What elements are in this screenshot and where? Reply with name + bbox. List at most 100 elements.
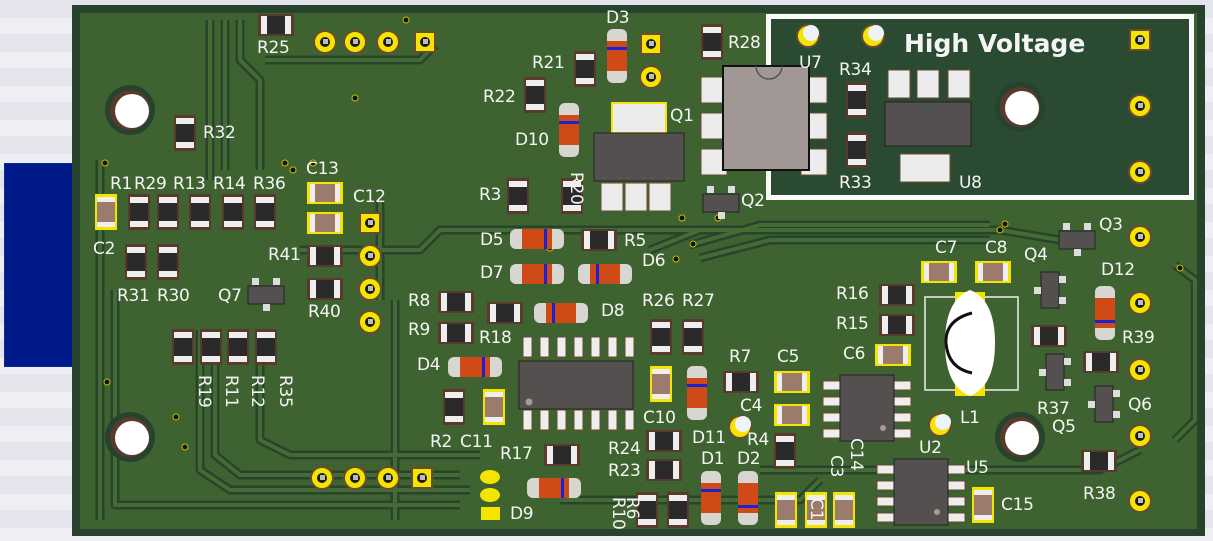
silkscreen-label-r25: R25 — [257, 38, 290, 58]
diode-cathode-band — [1095, 320, 1115, 323]
pad-pin — [386, 39, 391, 44]
silkscreen-label-r23: R23 — [608, 461, 641, 481]
c4-capacitor — [782, 406, 802, 424]
pin — [1113, 411, 1120, 418]
resistor-row-bottom — [229, 338, 247, 356]
d7-diode — [522, 264, 552, 284]
high-voltage-zone-fill — [771, 19, 1189, 195]
u7-package — [722, 65, 810, 171]
silkscreen-label-r8: R8 — [408, 291, 431, 311]
ic-pin — [607, 409, 618, 431]
silkscreen-label-r32: R32 — [203, 123, 236, 143]
u7-notch — [755, 65, 783, 80]
c14-capacitor — [835, 500, 853, 520]
copper-trace-fill — [258, 330, 480, 457]
r31-resistor — [127, 253, 145, 271]
silkscreen-label-u5: U5 — [966, 458, 989, 478]
silkscreen-label-d10: D10 — [515, 130, 549, 150]
q7-transistor — [247, 285, 285, 305]
silkscreen-label-q6: Q6 — [1128, 395, 1152, 415]
silkscreen-label-r20: R20 — [566, 172, 586, 205]
diode-cathode-band — [701, 489, 721, 492]
c5-capacitor — [782, 373, 802, 391]
via — [289, 166, 297, 174]
diode-cathode-band — [561, 478, 564, 498]
test-point-pin — [868, 25, 884, 41]
silkscreen-label-r37: R37 — [1037, 399, 1070, 419]
ic-pin — [822, 380, 842, 391]
c7-capacitor — [929, 263, 949, 281]
d12-diode — [1095, 298, 1115, 328]
silkscreen-label-d3: D3 — [606, 8, 630, 28]
silkscreen-label-r14: R14 — [213, 174, 246, 194]
ic-pin — [876, 496, 896, 507]
u5-ic — [893, 458, 949, 526]
silkscreen-label-r10: R10 — [608, 497, 628, 530]
silkscreen-label-r36: R36 — [253, 174, 286, 194]
silkscreen-label-r41: R41 — [268, 245, 301, 265]
resistor-row-bottom — [202, 338, 220, 356]
d11-diode — [687, 378, 707, 408]
silkscreen-label-u8: U8 — [959, 173, 982, 193]
pad-pin — [1138, 433, 1143, 438]
silkscreen-label-r38: R38 — [1083, 484, 1116, 504]
silkscreen-label-r30: R30 — [157, 286, 190, 306]
diode-cathode-band — [559, 121, 579, 124]
ic-pin — [556, 336, 567, 358]
silkscreen-label-c3: C3 — [826, 455, 846, 478]
pin — [1088, 401, 1095, 408]
d8-diode — [546, 303, 576, 323]
ic-pin — [556, 409, 567, 431]
silkscreen-label-r31: R31 — [117, 286, 150, 306]
silkscreen-label-c4: C4 — [740, 396, 763, 416]
silkscreen-label-r15: R15 — [836, 314, 869, 334]
via — [101, 159, 109, 167]
ic-pin — [607, 336, 618, 358]
ic-pin — [822, 396, 842, 407]
ic-pin — [522, 409, 533, 431]
d9-pad-1 — [481, 507, 500, 520]
silkscreen-label-r9: R9 — [408, 320, 431, 340]
c15-capacitor — [974, 495, 992, 515]
silkscreen-label-q5: Q5 — [1052, 417, 1076, 437]
mounting-hole — [115, 94, 149, 128]
pin1-marker — [525, 398, 533, 406]
ic-pin — [946, 512, 966, 523]
silkscreen-label-c5: C5 — [777, 347, 800, 367]
ic-pin — [892, 396, 912, 407]
diode-cathode-band — [482, 357, 485, 377]
via — [672, 255, 680, 263]
r32-resistor — [176, 124, 194, 142]
u8-pin — [887, 69, 911, 99]
r26-resistor — [652, 328, 670, 346]
silkscreen-label-r28: R28 — [728, 33, 761, 53]
ic-pin — [876, 480, 896, 491]
d6-diode — [590, 264, 620, 284]
pad-pin — [386, 475, 391, 480]
resistor-row-top — [159, 203, 177, 221]
c1-capacitor — [777, 500, 795, 520]
pin — [263, 304, 270, 311]
copper-trace-fill — [98, 160, 460, 520]
r30-resistor — [159, 253, 177, 271]
d5-diode — [522, 229, 552, 249]
ic-pin — [876, 512, 896, 523]
r5-resistor — [590, 231, 608, 249]
ic-pin — [822, 412, 842, 423]
resistor-row-top — [191, 203, 209, 221]
r40-resistor — [316, 280, 334, 298]
u8-tab-pad — [899, 153, 951, 183]
diode-cathode-band — [596, 264, 599, 284]
silkscreen-label-r5: R5 — [624, 231, 647, 251]
silkscreen-label-r4: R4 — [747, 430, 770, 450]
silkscreen-label-d5: D5 — [480, 230, 504, 250]
mounting-hole — [1005, 91, 1039, 125]
pin — [728, 186, 735, 193]
d3-diode — [607, 41, 627, 71]
silkscreen-label-d7: D7 — [480, 263, 504, 283]
silkscreen-label-l1: L1 — [960, 408, 980, 428]
silkscreen-label-r40: R40 — [308, 302, 341, 322]
r6-resistor — [638, 501, 656, 519]
diode — [539, 478, 569, 498]
